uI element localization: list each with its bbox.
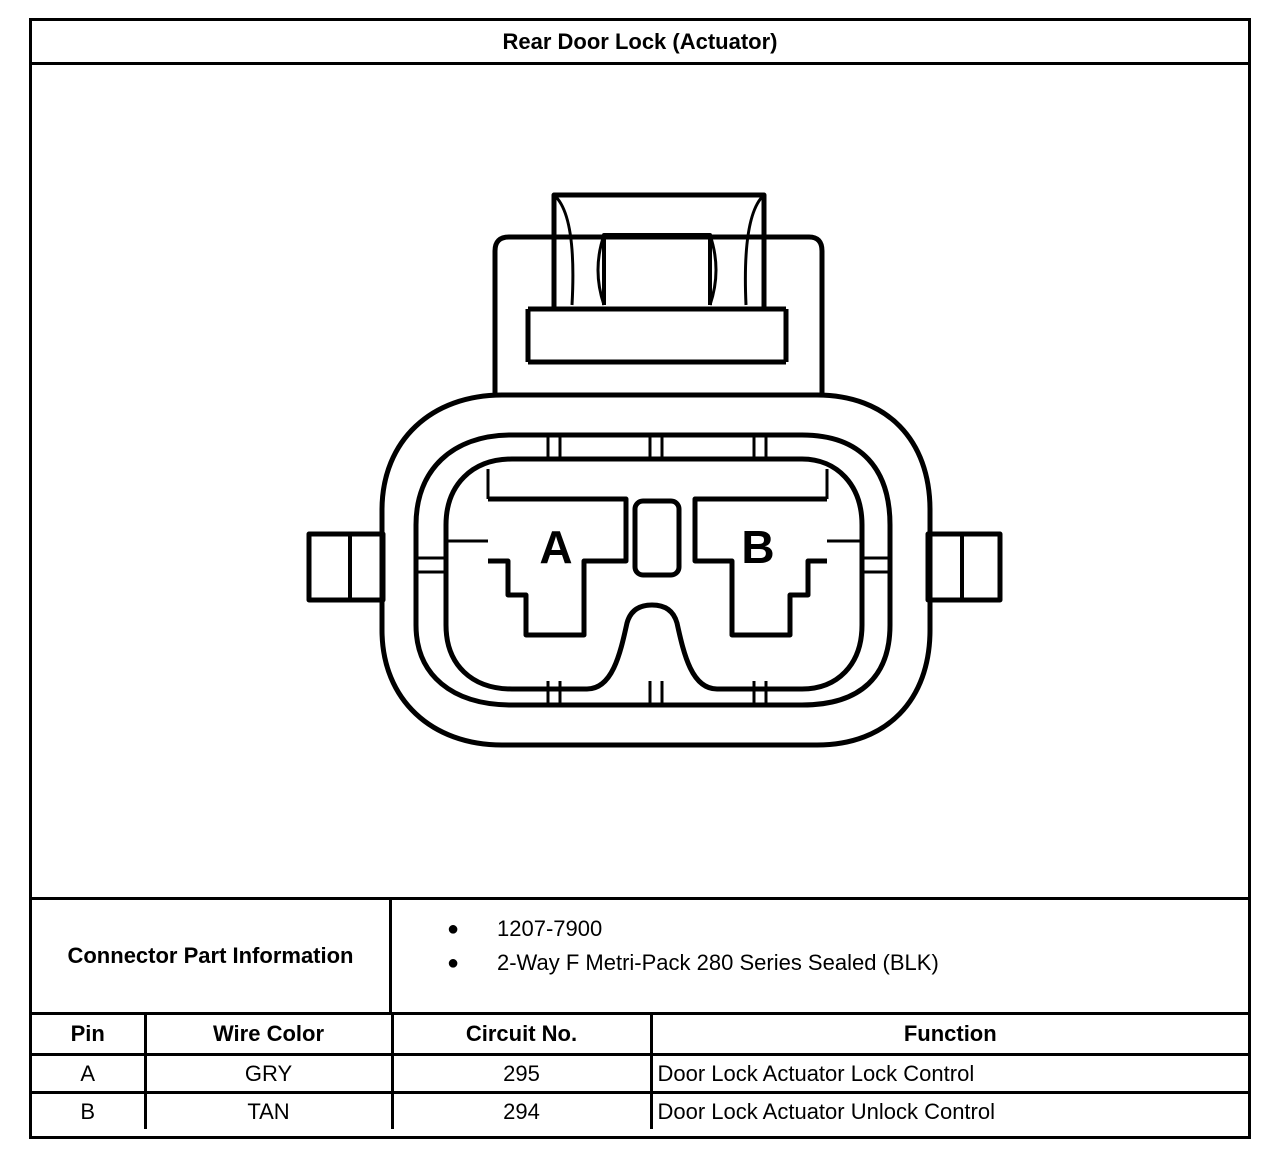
circuit-cell: 294	[390, 1091, 653, 1129]
function-cell: Door Lock Actuator Lock Control	[649, 1053, 1248, 1094]
connector-drawing: A B	[32, 65, 1248, 899]
connector-outer-body	[379, 392, 933, 748]
pin-cell: B	[32, 1091, 147, 1129]
bullet-icon: ●	[447, 952, 460, 974]
table-row: A GRY 295 Door Lock Actuator Lock Contro…	[32, 1053, 1248, 1094]
connector-part-info: Connector Part Information ● 1207-7900 ●…	[32, 897, 1248, 1015]
pin-table: Pin Wire Color Circuit No. Function A GR…	[32, 1015, 1248, 1129]
pin-cell: A	[32, 1053, 147, 1094]
pin-table-header: Pin Wire Color Circuit No. Function	[32, 1015, 1248, 1056]
connector-seal-ring	[413, 432, 893, 708]
header-circuit-no: Circuit No.	[390, 1015, 653, 1056]
latch-tab	[551, 192, 767, 312]
part-info-label: Connector Part Information	[32, 900, 392, 1012]
bullet-icon: ●	[447, 918, 460, 940]
part-info-list-cell: ● 1207-7900 ● 2-Way F Metri-Pack 280 Ser…	[392, 900, 1248, 1012]
connector-face-diagram: A B	[306, 192, 1003, 748]
part-description: 2-Way F Metri-Pack 280 Series Sealed (BL…	[497, 950, 939, 975]
left-side-tab	[306, 531, 386, 603]
cavity-label-a: A	[539, 521, 572, 573]
center-key-post	[632, 498, 682, 578]
function-cell: Door Lock Actuator Unlock Control	[649, 1091, 1248, 1129]
header-function: Function	[649, 1015, 1248, 1056]
cavity-a-terminal	[488, 496, 629, 638]
header-wire-color: Wire Color	[143, 1015, 394, 1056]
cavity-b-terminal	[692, 496, 827, 638]
connector-inner-cavity	[443, 456, 865, 692]
wire-color-cell: GRY	[143, 1053, 394, 1094]
table-row: B TAN 294 Door Lock Actuator Unlock Cont…	[32, 1091, 1248, 1129]
part-number: 1207-7900	[497, 916, 603, 941]
cavity-label-b: B	[741, 521, 774, 573]
page-title: Rear Door Lock (Actuator)	[32, 21, 1248, 65]
circuit-cell: 295	[390, 1053, 653, 1094]
latch-housing	[492, 234, 825, 395]
wire-color-cell: TAN	[143, 1091, 394, 1129]
connector-sheet: Rear Door Lock (Actuator)	[29, 18, 1251, 1139]
latch-window	[602, 233, 712, 305]
header-pin: Pin	[32, 1015, 147, 1056]
